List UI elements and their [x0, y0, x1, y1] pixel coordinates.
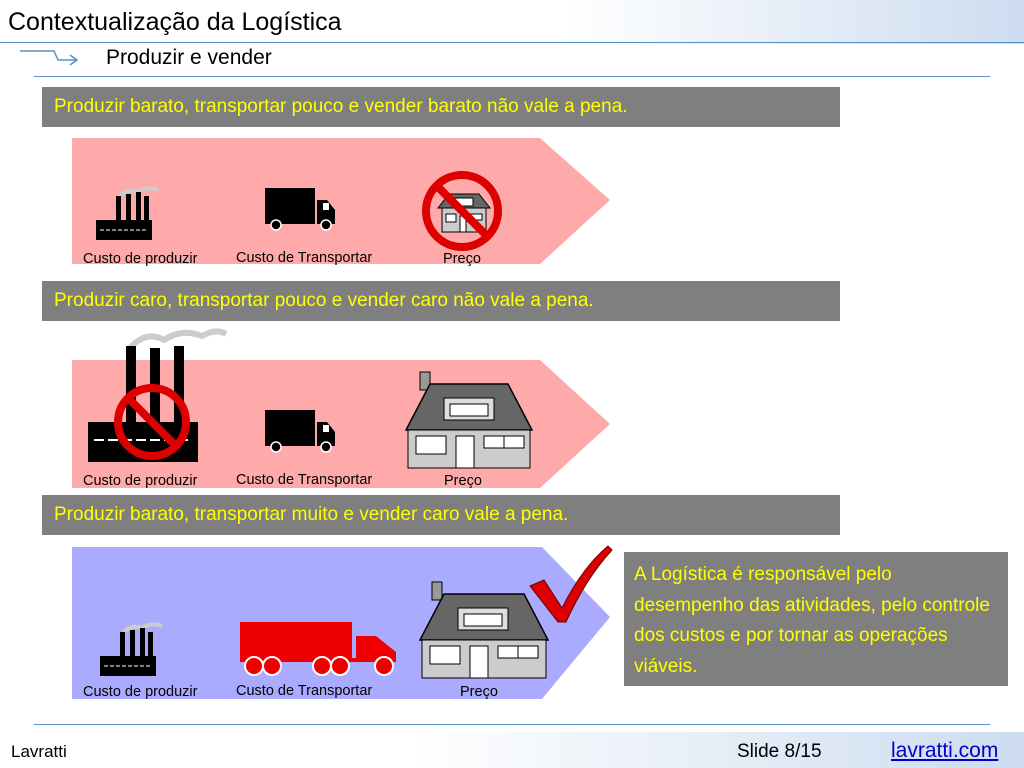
footer-rule — [34, 724, 990, 725]
footer-band — [0, 732, 1024, 768]
scenario-2-banner: Produzir caro, transportar pouco e vende… — [42, 281, 840, 321]
conclusion-box: A Logística é responsável pelo desempenh… — [624, 552, 1008, 686]
transport-cost-label: Custo de Transportar — [236, 472, 373, 488]
produce-cost-label: Custo de produzir — [83, 473, 198, 489]
footer-author: Lavratti — [11, 742, 67, 761]
factory-icon — [100, 622, 163, 676]
subtitle-rule — [34, 76, 990, 77]
truck-icon — [265, 188, 335, 231]
transport-cost-label: Custo de Transportar — [236, 250, 373, 266]
slide-title: Contextualização da Logística — [8, 8, 342, 36]
slide-subtitle: Produzir e vender — [106, 46, 272, 69]
checkmark-icon — [529, 545, 613, 623]
price-label: Preço — [460, 684, 498, 700]
header-rule — [0, 42, 1024, 43]
house-icon — [418, 581, 550, 679]
truck-icon — [240, 622, 396, 676]
header-band — [0, 0, 1024, 44]
factory-icon — [96, 186, 159, 240]
price-label: Preço — [444, 473, 482, 489]
house-icon — [404, 371, 534, 469]
truck-icon — [265, 410, 335, 453]
produce-cost-label: Custo de produzir — [83, 684, 198, 700]
slide-number: Slide 8/15 — [737, 741, 822, 762]
scenario-3-banner: Produzir barato, transportar muito e ven… — [42, 495, 840, 535]
transport-cost-label: Custo de Transportar — [236, 683, 373, 699]
produce-cost-label: Custo de produzir — [83, 251, 198, 267]
website-link[interactable]: lavratti.com — [891, 739, 999, 762]
prohibited-icon — [114, 384, 190, 460]
arrow-decoration-icon — [20, 50, 79, 66]
prohibited-icon — [422, 171, 502, 251]
price-label: Preço — [443, 251, 481, 267]
scenario-1-banner: Produzir barato, transportar pouco e ven… — [42, 87, 840, 127]
